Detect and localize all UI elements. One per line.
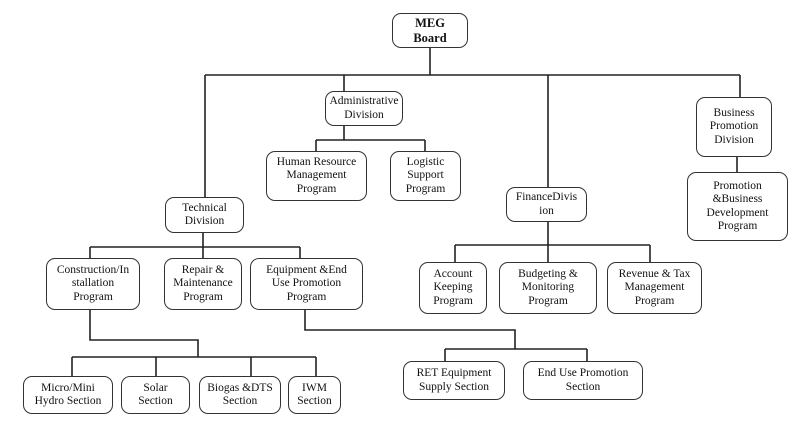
node-budgeting-monitoring-program: Budgeting & Monitoring Program: [499, 262, 597, 314]
connector-equipment-down: [304, 310, 516, 349]
node-equipment-end-use-promotion-program: Equipment &End Use Promotion Program: [250, 258, 363, 310]
node-biogas-dts-section: Biogas &DTS Section: [199, 376, 281, 414]
node-ret-equipment-supply-section: RET Equipment Supply Section: [403, 361, 505, 400]
node-iwm-section: IWM Section: [288, 376, 341, 414]
node-end-use-promotion-section: End Use Promotion Section: [523, 361, 643, 400]
node-logistic-support-program: Logistic Support Program: [390, 151, 461, 201]
node-finance-division: FinanceDivis ion: [506, 187, 587, 222]
node-repair-maintenance-program: Repair & Maintenance Program: [164, 258, 242, 310]
node-hr-management-program: Human Resource Management Program: [266, 151, 367, 201]
node-micro-mini-hydro-section: Micro/Mini Hydro Section: [23, 376, 113, 414]
node-account-keeping-program: Account Keeping Program: [419, 262, 487, 314]
node-business-promotion-division: Business Promotion Division: [696, 97, 772, 157]
node-revenue-tax-management-program: Revenue & Tax Management Program: [607, 262, 702, 314]
connector-construction-down: [89, 310, 199, 357]
node-promotion-business-development-program: Promotion &Business Development Program: [687, 172, 788, 241]
node-meg-board: MEG Board: [392, 13, 468, 48]
node-administrative-division: Administrative Division: [325, 91, 403, 126]
node-technical-division: Technical Division: [165, 197, 244, 233]
node-construction-installation-program: Construction/In stallation Program: [46, 258, 140, 310]
node-solar-section: Solar Section: [121, 376, 190, 414]
